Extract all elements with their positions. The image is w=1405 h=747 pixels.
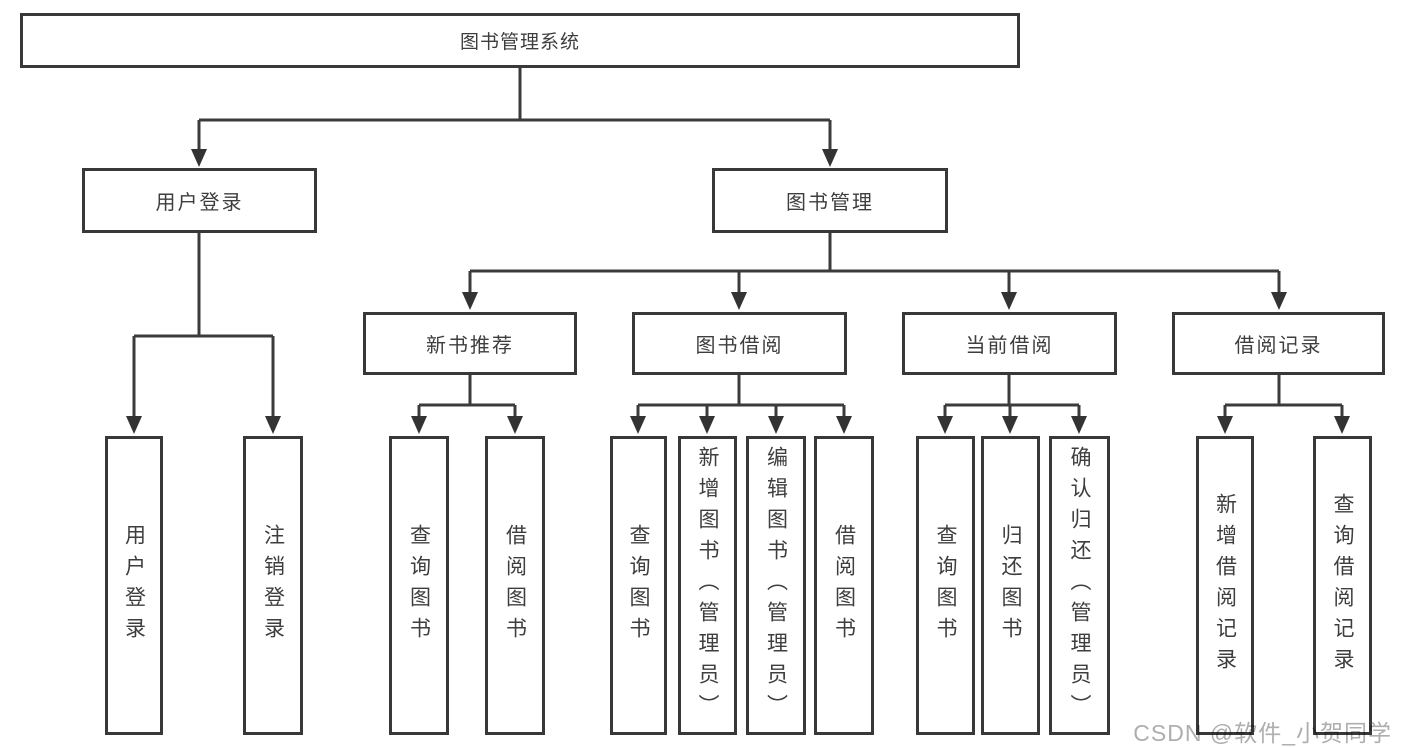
leaf-add-books-admin: 新增图书（管理员） [678, 436, 737, 735]
edges-book-management [462, 233, 1287, 310]
arrowhead-icon [630, 416, 852, 434]
leaf-query-books-current: 查询图书 [916, 436, 975, 735]
arrowhead-icon [1217, 416, 1350, 434]
leaf-confirm-return-admin: 确认归还（管理员） [1049, 436, 1110, 735]
edges-root-to-level2 [191, 68, 838, 167]
arrowhead-icon [462, 292, 1287, 310]
leaf-query-books-borrowing: 查询图书 [610, 436, 667, 735]
node-library-system: 图书管理系统 [20, 13, 1020, 68]
leaf-query-books-recommend: 查询图书 [389, 436, 449, 735]
edges-current-borrowing [937, 375, 1087, 434]
edges-user-login [126, 233, 281, 434]
arrowhead-icon [126, 416, 281, 434]
leaf-logout: 注销登录 [243, 436, 303, 735]
edges-borrowing-records [1217, 375, 1350, 434]
node-borrowing-records: 借阅记录 [1172, 312, 1385, 375]
leaf-edit-books-admin: 编辑图书（管理员） [746, 436, 806, 735]
arrowhead-icon [411, 416, 523, 434]
leaf-add-borrow-record: 新增借阅记录 [1196, 436, 1254, 735]
edges-new-book-recommend [411, 375, 523, 434]
node-book-borrowing: 图书借阅 [632, 312, 847, 375]
leaf-return-books: 归还图书 [981, 436, 1040, 735]
node-book-management: 图书管理 [712, 168, 948, 233]
leaf-user-login: 用户登录 [105, 436, 163, 735]
leaf-borrow-books: 借阅图书 [814, 436, 874, 735]
csdn-watermark: CSDN @软件_小贺同学 [1133, 720, 1392, 746]
node-current-borrowing: 当前借阅 [902, 312, 1117, 375]
arrowhead-icon [191, 149, 838, 167]
node-user-login: 用户登录 [82, 168, 317, 233]
leaf-borrow-books-recommend: 借阅图书 [485, 436, 545, 735]
edges-book-borrowing [630, 375, 852, 434]
arrowhead-icon [937, 416, 1087, 434]
node-new-book-recommend: 新书推荐 [363, 312, 577, 375]
leaf-query-borrow-record: 查询借阅记录 [1313, 436, 1372, 735]
